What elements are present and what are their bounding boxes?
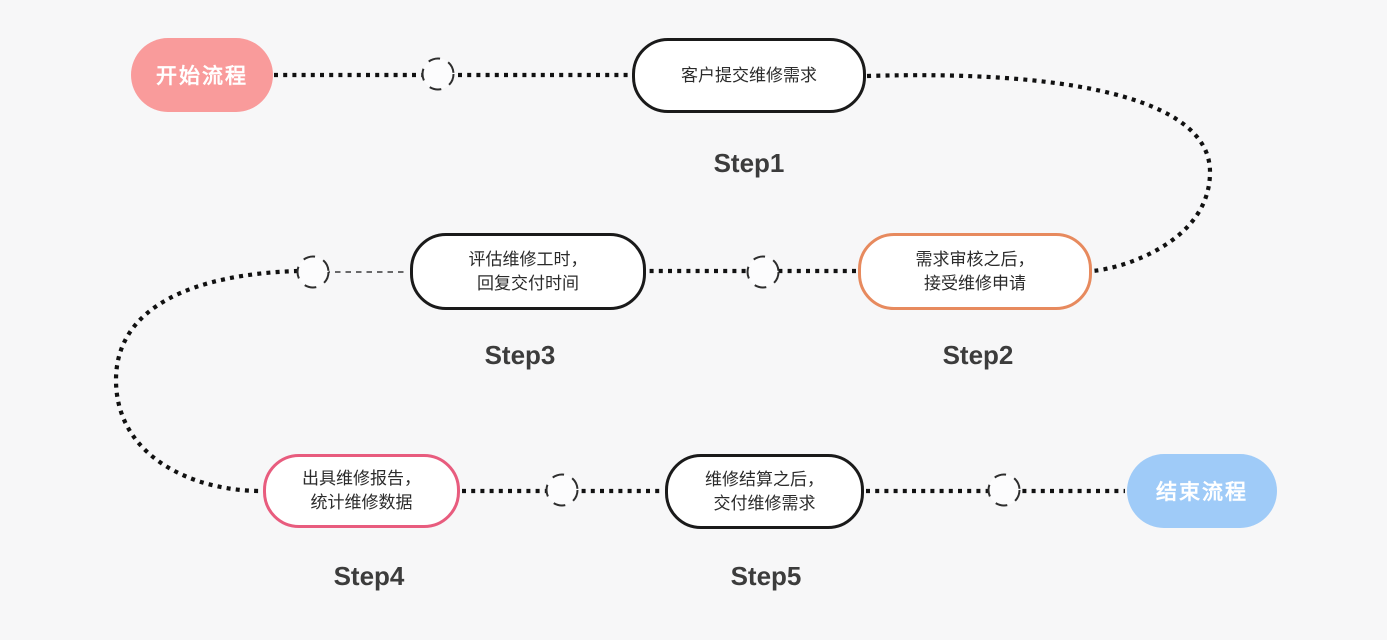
joint-circle-5 <box>987 473 1021 507</box>
step1-text-line1: 客户提交维修需求 <box>681 65 817 85</box>
connector-step3-step4-curve <box>113 268 299 494</box>
step3-text-line1: 评估维修工时， <box>468 249 588 269</box>
step3-text-line2: 回复交付时间 <box>477 273 579 293</box>
end-node-label: 结束流程 <box>1156 481 1248 504</box>
start-node-label: 开始流程 <box>156 65 248 88</box>
step2-text-line1: 需求审核之后， <box>915 249 1035 269</box>
start-node[interactable]: 开始流程 <box>131 38 273 112</box>
step4-label: Step4 <box>333 561 405 591</box>
step2-node[interactable]: 需求审核之后， 接受维修申请 <box>858 233 1092 310</box>
end-node[interactable]: 结束流程 <box>1127 454 1277 528</box>
step4-text-line2: 统计维修数据 <box>310 493 413 512</box>
step1-node[interactable]: 客户提交维修需求 <box>632 38 866 113</box>
step4-node[interactable]: 出具维修报告， 统计维修数据 <box>263 454 460 528</box>
joint-circle-2 <box>746 255 780 289</box>
step5-label: Step5 <box>730 561 802 591</box>
step5-text-line1: 维修结算之后， <box>705 469 824 489</box>
step1-label: Step1 <box>713 148 785 178</box>
step5-node[interactable]: 维修结算之后， 交付维修需求 <box>665 454 864 529</box>
step3-label: Step3 <box>484 340 556 370</box>
step2-text-line2: 接受维修申请 <box>924 273 1026 293</box>
step5-text-line2: 交付维修需求 <box>713 493 816 513</box>
joint-circle-1 <box>421 57 455 91</box>
step3-node[interactable]: 评估维修工时， 回复交付时间 <box>410 233 646 310</box>
joint-circle-4 <box>545 473 579 507</box>
step2-label: Step2 <box>942 340 1014 370</box>
joint-circle-3 <box>296 255 330 289</box>
step4-text-line1: 出具维修报告， <box>302 469 421 489</box>
